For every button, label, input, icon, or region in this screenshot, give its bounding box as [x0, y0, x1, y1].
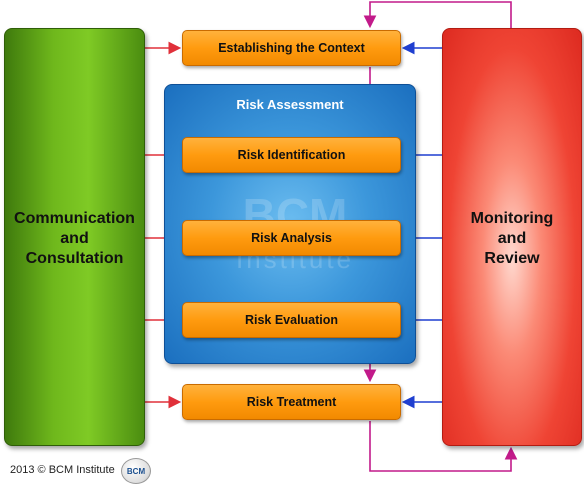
flow-arrow-monitor-context	[363, 1, 512, 29]
step-risk-treatment: Risk Treatment	[182, 384, 401, 420]
bcm-logo: BCM	[121, 458, 151, 484]
step-risk-identification: Risk Identification	[182, 137, 401, 173]
risk-assessment-title: Risk Assessment	[236, 97, 344, 112]
flow-arrow-treat-monitor	[369, 421, 518, 472]
copyright-footer: 2013 © BCM Institute	[10, 464, 115, 476]
step-risk-evaluation: Risk Evaluation	[182, 302, 401, 338]
step-establishing-context: Establishing the Context	[182, 30, 401, 66]
step-risk-analysis: Risk Analysis	[182, 220, 401, 256]
